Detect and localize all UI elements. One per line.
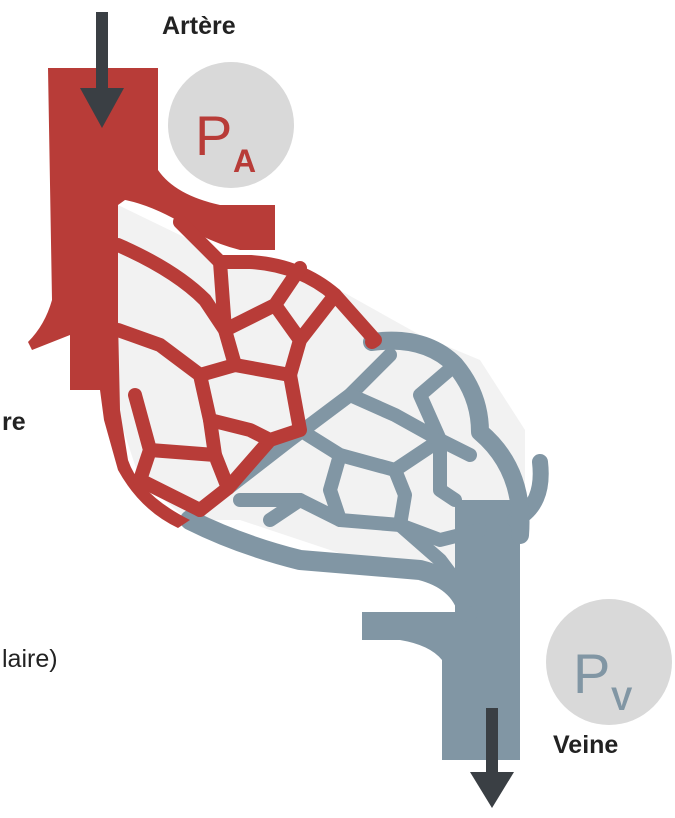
pressure-vein-letter: P (573, 642, 610, 705)
pressure-artery-subscript: A (233, 143, 256, 179)
pressure-vein-subscript: V (611, 681, 633, 717)
arrow-out-shaft (486, 708, 498, 778)
pressure-artery-letter: P (195, 104, 232, 167)
artery-mesh-8 (200, 365, 235, 375)
pressure-bubble-vein: P V (546, 599, 672, 725)
label-left-cut-plain: laire) (2, 645, 58, 673)
label-artery: Artère (162, 12, 236, 40)
pressure-bubble-artery: P A (168, 62, 294, 188)
label-vein: Veine (553, 731, 618, 759)
label-left-cut-bold: re (2, 408, 26, 436)
arrow-in-shaft (96, 12, 108, 92)
arrow-out-head (470, 772, 514, 808)
